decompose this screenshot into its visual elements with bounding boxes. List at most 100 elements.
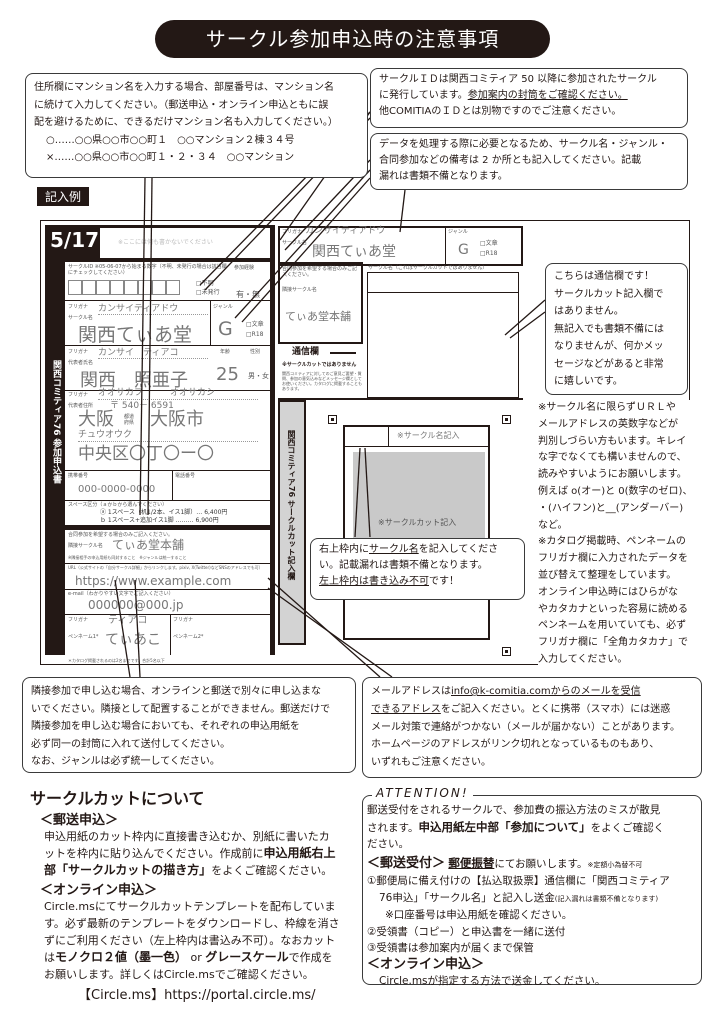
street-value: 中央区〇丁〇ー〇 [78, 444, 214, 464]
data-processing-callout: データを処理する際に必要となるため、サークル名・ジャンル・ 合同参加などの備考は… [370, 133, 688, 190]
note-line: 例えば o(オー)と 0(数字のゼロ)、 [538, 485, 693, 497]
callout-line: に発行しています。 [379, 90, 468, 101]
callout-line: 配を避けるために、できるだけマンション名も入力してください。） [34, 117, 338, 128]
circle-cut-section: サークルカットについて ＜郵送申込＞ 申込用紙のカット枠内に直接書き込むか、別紙… [30, 785, 355, 1003]
r-circle-name-value: 関西てぃあ堂 [312, 244, 396, 260]
body-line: お願いします。詳しくはCircle.msでご確認ください。 [44, 968, 314, 981]
message-field-callout: こちらは通信欄です！ サークルカット記入欄で はありません。 無記入でも書類不備… [545, 263, 688, 395]
body-line: Circle.msにてサークルカットテンプレートを配布していま [44, 900, 336, 913]
address-label: 代表者住所 [68, 403, 94, 409]
body-bold: 申込用紙左中部「参加について」 [418, 819, 591, 834]
cut-hint: ※サークルカット記入 [378, 518, 457, 527]
email-label: e-mail（わかりやすい文字でご記入ください） [68, 591, 174, 597]
callout-line: 住所欄にマンション名を入力する場合、部屋番号は、マンション名 [34, 82, 334, 93]
body-line: で作成を [288, 951, 333, 964]
callout-line: 他COMITIAのＩＤとは別物ですのでご注意ください。 [379, 106, 622, 117]
callout-line: セージなどがあると非常 [554, 358, 664, 370]
registration-mark-icon [502, 415, 511, 424]
r18-checkbox[interactable]: □R18 [246, 331, 264, 338]
r-r18-checkbox[interactable]: □R18 [480, 250, 498, 257]
penname1-value: てぃあこ [105, 632, 161, 648]
city-value: 大阪市 [150, 409, 204, 430]
form-side-label: 関西コミティア76 参加申込書 [51, 360, 61, 484]
callout-line: ×……○○県○○市○○町１・２・３４ ○○マンション [46, 152, 295, 163]
section-title: サークルカットについて [30, 789, 205, 808]
mail-heading: ＜郵送申込＞ [40, 813, 119, 828]
genre-label: ジャンル [213, 304, 233, 310]
callout-line: をご記入ください。とくに携帯（スマホ）には迷惑 [440, 703, 671, 715]
r-circle-kana: カンサイティアドウ [305, 226, 386, 236]
body-line: 郵送受付をされるサークルで、参加費の振込方法のミスが散見 [367, 804, 661, 816]
step-1-note: ※口座番号は申込用紙を確認ください。 [385, 909, 573, 921]
callout-line: に続けて入力してください。（郵送申込・オンライン申込ともに誤 [34, 99, 329, 111]
attention-label: ATTENTION! [372, 786, 473, 800]
r-genre-label: ジャンル [448, 229, 468, 235]
callout-underline: 左上枠内は書き込み不可 [319, 576, 429, 587]
body-line: 申込用紙のカット枠内に直接書き込むか、別紙に書いたカ [44, 830, 330, 843]
callout-line: 右上枠内に [319, 544, 369, 555]
unissued-checkbox[interactable]: □未発行 [196, 289, 220, 296]
callout-underline: できるアドレス [371, 703, 441, 715]
callout-underline: info@k-comitia.comからのメールを受信 [451, 686, 641, 697]
furigana-label: フリガナ [68, 349, 89, 355]
space-option-a[interactable]: ⓐ 1スペース（机1/2本、イス1脚）… 6,400円 [100, 509, 228, 516]
callout-line: いでください。隣接として配置することができません。郵送だけで [31, 703, 331, 715]
body-small: (記入漏れは書類不備となります) [554, 894, 659, 903]
r-joint-name-label: 隣接サークル名 [282, 287, 317, 293]
body-bold: 申込用紙右上 [263, 846, 336, 860]
body-bold: グレースケール [205, 950, 289, 964]
online-heading: ＜オンライン申込＞ [40, 883, 158, 898]
note-line: ※サークル名に限らずＵＲＬや [538, 402, 676, 413]
unknown-checkbox[interactable]: □不明 [196, 280, 214, 287]
email-callout: メールアドレスはinfo@k-comitia.comからのメールを受信 できるア… [362, 677, 702, 778]
body-line: ットを枠内に貼り込んでください。作成前に [44, 847, 264, 860]
joint-label: 隣接サークル名 [68, 543, 103, 549]
rep-name-label: 代表者氏名 [68, 360, 94, 366]
callout-line: に嬉しいです。 [554, 376, 623, 387]
note-line: オンライン申込時にはひらがな [538, 586, 678, 598]
callout-line: なりませんが、何かメッ [554, 341, 664, 352]
body-bold: モノクロ２値（墨一色） [55, 950, 188, 964]
phone-label: 電話番号 [175, 473, 196, 479]
cut-name-hint: ※サークル名記入 [397, 431, 460, 440]
callout-line: サークルＩＤは関西コミティア 50 以降に参加されたサークル [379, 74, 657, 85]
street-kana: チュウオウク [78, 430, 258, 442]
genre-value: G [218, 318, 233, 340]
callout-line: こちらは通信欄です！ [554, 271, 654, 282]
circle-name-kana: カンサイティアドウ [98, 301, 208, 315]
circle-id-boxes [68, 280, 180, 295]
page-title: サークル参加申込時の注意事項 [155, 20, 550, 58]
body-line: をよくご確認く [590, 821, 665, 834]
r-genre-value: G [458, 242, 469, 258]
no-write-note: ※ここには何も書かないでください [118, 239, 213, 246]
circle-id-label: サークルID ※05-06-07から始まる数字（不明、未発行の場合は該当欄にチェ… [68, 264, 227, 276]
r-bunsho-checkbox[interactable]: □文章 [480, 240, 498, 247]
note-line: ・(ハイフン)と__(アンダーバー) [538, 502, 684, 514]
joint-sub-note: ※隣接相手の申込用紙も同封すること ※ジャンルは統一すること [68, 555, 187, 560]
body-line: す。必ず最新のテンプレートをダウンロードし、枠線を消さ [44, 917, 340, 930]
circle-name-label: サークル名 [68, 315, 93, 321]
form-footnote: ＊カタログ掲載されるのは2名までです。合計5名以下 [68, 658, 165, 663]
body-line: or [187, 951, 206, 964]
bunsho-checkbox[interactable]: □文章 [246, 321, 264, 328]
callout-line: メールアドレスは [371, 686, 451, 697]
step-2: ②受領書（コピー）と申込書を一緒に送付 [367, 925, 566, 938]
note-line: ペンネームを用いていても、必ず [538, 620, 687, 632]
space-option-b[interactable]: ｂ 1スペース+追加イス1脚 ……… 6,900円 [100, 517, 219, 524]
rep-name-kana: カンサイ ティアコ [98, 345, 208, 359]
body-line: にてお願いします。 [494, 857, 588, 870]
mobile-value: 000-0000-0000 [78, 484, 156, 495]
callout-line: 隣接参加を申し込む場合においても、それぞれの申込用紙を [31, 721, 300, 732]
callout-line: なお、ジャンルは必ず統一してください。 [31, 756, 220, 767]
note-line: 読みやすいようにお願いします。 [538, 469, 687, 481]
message-box[interactable] [367, 272, 519, 398]
body-line: は [44, 951, 55, 964]
tsushin-label: 通信欄 [292, 347, 320, 357]
r-joint-name-value: てぃあ堂本舗 [285, 310, 351, 323]
age-label: 年齢 [220, 349, 231, 355]
callout-line: 合同参加などの備考は 2 か所とも記入してください。記載 [379, 155, 642, 166]
circle-ms-link[interactable]: 【Circle.ms】https://portal.circle.ms/ [78, 988, 316, 1003]
callout-line: 必ず同一の封筒に入れて送付してください。 [31, 738, 231, 750]
penname2-label: ペンネーム2* [173, 634, 204, 640]
note-line: 入力してください。 [538, 653, 628, 665]
